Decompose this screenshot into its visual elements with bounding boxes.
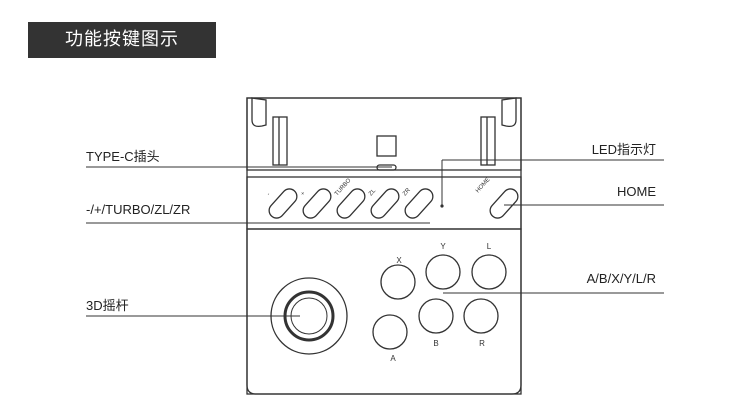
home-label: HOME (475, 177, 492, 194)
callout-led: LED指示灯 (591, 142, 656, 157)
plus-button[interactable] (300, 186, 334, 221)
l-button[interactable] (471, 254, 507, 290)
minus-button[interactable] (266, 186, 300, 221)
left-arm (251, 97, 267, 128)
callout-joystick: 3D摇杆 (86, 298, 129, 313)
a-label: A (390, 354, 396, 363)
turbo-button[interactable] (334, 186, 368, 221)
l-label: L (487, 242, 492, 251)
minus-label: - (266, 192, 272, 198)
b-label: B (433, 339, 438, 348)
led-indicator (440, 204, 444, 208)
x-label: X (396, 256, 402, 265)
r-button[interactable] (463, 298, 499, 334)
controller-body (246, 97, 522, 395)
phone-clamp (246, 97, 522, 171)
r-label: R (479, 339, 485, 348)
zr-label: ZR (402, 187, 412, 197)
right-bracket (480, 116, 496, 166)
callout-face-buttons: A/B/X/Y/L/R (586, 271, 656, 286)
zr-button[interactable] (402, 186, 436, 221)
zl-button[interactable] (368, 186, 402, 221)
b-button[interactable] (418, 298, 454, 334)
callout-function-buttons: -/+/TURBO/ZL/ZR (86, 202, 191, 217)
right-arm (501, 97, 517, 128)
y-button[interactable] (425, 254, 461, 290)
a-button[interactable] (372, 314, 408, 350)
face-panel (246, 228, 522, 395)
type-c-connector (376, 135, 397, 157)
y-label: Y (440, 242, 446, 251)
callout-type-c: TYPE-C插头 (86, 149, 160, 164)
home-button[interactable] (487, 186, 521, 221)
callout-home: HOME (617, 184, 656, 199)
plus-label: + (300, 190, 307, 197)
left-bracket (272, 116, 288, 166)
section-title: 功能按键图示 (28, 22, 216, 58)
zl-label: ZL (368, 188, 378, 198)
x-button[interactable] (380, 264, 416, 300)
